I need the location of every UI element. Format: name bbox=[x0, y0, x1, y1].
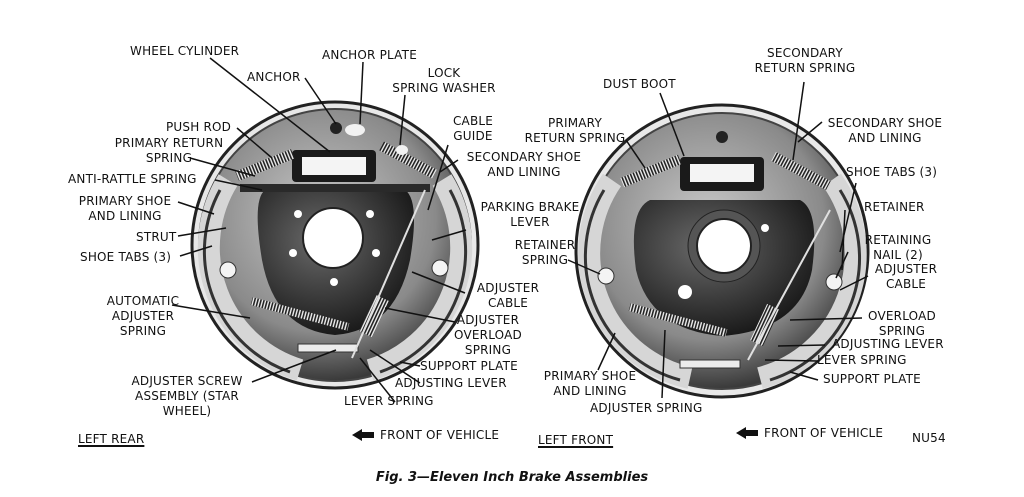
label-automatic-adjuster-spring: AUTOMATIC ADJUSTER SPRING bbox=[106, 294, 180, 338]
label-support-plate-front: SUPPORT PLATE bbox=[823, 372, 921, 386]
label-adjuster-spring: ADJUSTER SPRING bbox=[590, 401, 703, 415]
label-push-rod: PUSH ROD bbox=[166, 120, 232, 134]
label-shoe-tabs-front: SHOE TABS (3) bbox=[846, 165, 938, 179]
label-shoe-tabs-rear: SHOE TABS (3) bbox=[80, 250, 172, 264]
label-support-plate-rear: SUPPORT PLATE bbox=[420, 359, 518, 373]
label-retaining-nail: RETAINING NAIL (2) bbox=[864, 233, 932, 262]
label-retainer: RETAINER bbox=[864, 200, 925, 214]
label-secondary-shoe-lining-front: SECONDARY SHOE AND LINING bbox=[827, 116, 943, 145]
direction-label-right: FRONT OF VEHICLE bbox=[764, 426, 884, 440]
label-anchor-plate: ANCHOR PLATE bbox=[322, 48, 417, 62]
label-primary-return-spring: PRIMARY RETURN SPRING bbox=[114, 136, 224, 165]
figure-code: NU54 bbox=[912, 431, 946, 445]
label-adjusting-lever-rear: ADJUSTING LEVER bbox=[395, 376, 507, 390]
label-anchor: ANCHOR bbox=[247, 70, 301, 84]
label-anti-rattle-spring: ANTI-RATTLE SPRING bbox=[68, 172, 197, 186]
label-primary-shoe-lining-front: PRIMARY SHOE AND LINING bbox=[543, 369, 637, 398]
label-wheel-cylinder: WHEEL CYLINDER bbox=[130, 44, 240, 58]
label-adjuster-screw-assembly: ADJUSTER SCREW ASSEMBLY (STAR WHEEL) bbox=[131, 374, 243, 418]
left-rear-drum bbox=[190, 100, 480, 390]
label-overload-spring: OVERLOAD SPRING bbox=[868, 309, 936, 338]
label-adjuster-overload-spring: ADJUSTER OVERLOAD SPRING bbox=[454, 313, 522, 357]
label-adjusting-lever-front: ADJUSTING LEVER bbox=[832, 337, 944, 351]
label-cable-guide: CABLE GUIDE bbox=[452, 114, 494, 143]
label-lever-spring-rear: LEVER SPRING bbox=[344, 394, 434, 408]
label-primary-shoe-lining-rear: PRIMARY SHOE AND LINING bbox=[78, 194, 172, 223]
right-leader-lines bbox=[567, 81, 869, 399]
arrow-left-icon bbox=[352, 429, 374, 441]
left-front-drum bbox=[574, 103, 870, 399]
arrow-left-icon bbox=[736, 427, 758, 439]
label-lock-spring-washer: LOCK SPRING WASHER bbox=[392, 66, 496, 95]
label-strut: STRUT bbox=[136, 230, 177, 244]
left-leader-lines bbox=[171, 57, 467, 403]
label-secondary-shoe-lining-rear: SECONDARY SHOE AND LINING bbox=[466, 150, 582, 179]
assembly-title-left-front: LEFT FRONT bbox=[538, 433, 614, 447]
label-primary-return-spring-front: PRIMARY RETURN SPRING bbox=[524, 116, 626, 145]
figure-caption: Fig. 3—Eleven Inch Brake Assemblies bbox=[375, 470, 649, 485]
label-adjuster-cable-front: ADJUSTER CABLE bbox=[874, 262, 938, 291]
label-parking-brake-lever: PARKING BRAKE LEVER bbox=[480, 200, 580, 229]
label-dust-boot: DUST BOOT bbox=[603, 77, 676, 91]
label-secondary-return-spring: SECONDARY RETURN SPRING bbox=[754, 46, 856, 75]
label-retainer-spring: RETAINER SPRING bbox=[514, 238, 576, 267]
direction-label-left: FRONT OF VEHICLE bbox=[380, 428, 500, 442]
assembly-title-left-rear: LEFT REAR bbox=[78, 432, 145, 446]
label-lever-spring-front: LEVER SPRING bbox=[817, 353, 907, 367]
label-adjuster-cable-rear: ADJUSTER CABLE bbox=[476, 281, 540, 310]
